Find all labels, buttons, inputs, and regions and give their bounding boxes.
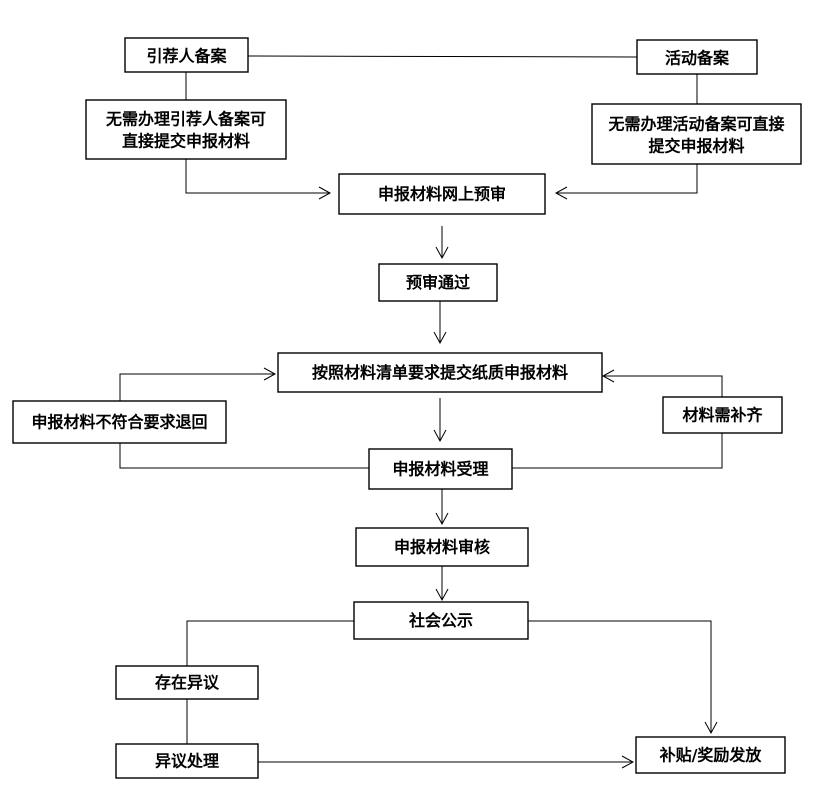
node-public-notice: 社会公示 <box>353 601 529 640</box>
node-disbursement: 补贴/奖励发放 <box>635 736 786 774</box>
node-objection-handling: 异议处理 <box>115 743 259 779</box>
node-referrer-exempt: 无需办理引荐人备案可 直接提交申报材料 <box>85 99 287 160</box>
edge-referrer-activity <box>247 55 638 58</box>
node-disbursement-label: 补贴/奖励发放 <box>659 746 763 765</box>
node-objection-handling-label: 异议处理 <box>155 752 219 771</box>
node-precheck-passed-label: 预审通过 <box>406 273 470 292</box>
edge-returned-to-submit <box>119 367 277 401</box>
edge-notice-to-disbursement <box>528 620 718 735</box>
node-activity-record-label: 活动备案 <box>665 49 730 68</box>
edge-supplement-to-submit <box>601 369 723 397</box>
node-submit-paper: 按照材料清单要求提交纸质申报材料 <box>277 352 603 393</box>
node-returned: 申报材料不符合要求退回 <box>12 400 227 444</box>
node-review-label: 申报材料审核 <box>394 538 490 557</box>
edges <box>119 55 723 769</box>
node-accepted-label: 申报材料受理 <box>392 460 488 479</box>
edge-activity-exempt-to-precheck <box>554 164 698 200</box>
node-supplement: 材料需补齐 <box>662 396 783 434</box>
node-precheck-passed: 预审通过 <box>378 263 498 302</box>
node-referrer-exempt-line2: 直接提交申报材料 <box>122 132 250 151</box>
edge-referrer-exempt-to-precheck <box>185 159 332 200</box>
node-supplement-label: 材料需补齐 <box>682 406 763 425</box>
node-review: 申报材料审核 <box>355 527 529 567</box>
node-online-precheck-label: 申报材料网上预审 <box>378 185 506 204</box>
node-referrer-record-label: 引荐人备案 <box>146 47 227 66</box>
node-referrer-record: 引荐人备案 <box>124 37 249 73</box>
node-accepted: 申报材料受理 <box>368 448 513 490</box>
node-objection: 存在异议 <box>115 665 259 700</box>
node-activity-record: 活动备案 <box>636 39 758 75</box>
node-activity-exempt-line2: 提交申报材料 <box>648 137 744 156</box>
edge-accepted-to-returned <box>119 443 369 469</box>
node-returned-label: 申报材料不符合要求退回 <box>31 413 207 432</box>
node-referrer-exempt-line1: 无需办理引荐人备案可 <box>105 110 266 129</box>
node-public-notice-label: 社会公示 <box>408 611 473 630</box>
edge-accepted-to-supplement <box>512 433 723 469</box>
edge-notice-to-objection <box>186 620 354 666</box>
node-online-precheck: 申报材料网上预审 <box>338 173 546 215</box>
node-objection-label: 存在异议 <box>155 673 220 692</box>
node-activity-exempt: 无需办理活动备案可直接 提交申报材料 <box>591 103 802 165</box>
node-submit-paper-label: 按照材料清单要求提交纸质申报材料 <box>312 363 568 382</box>
node-activity-exempt-line1: 无需办理活动备案可直接 <box>607 115 784 134</box>
